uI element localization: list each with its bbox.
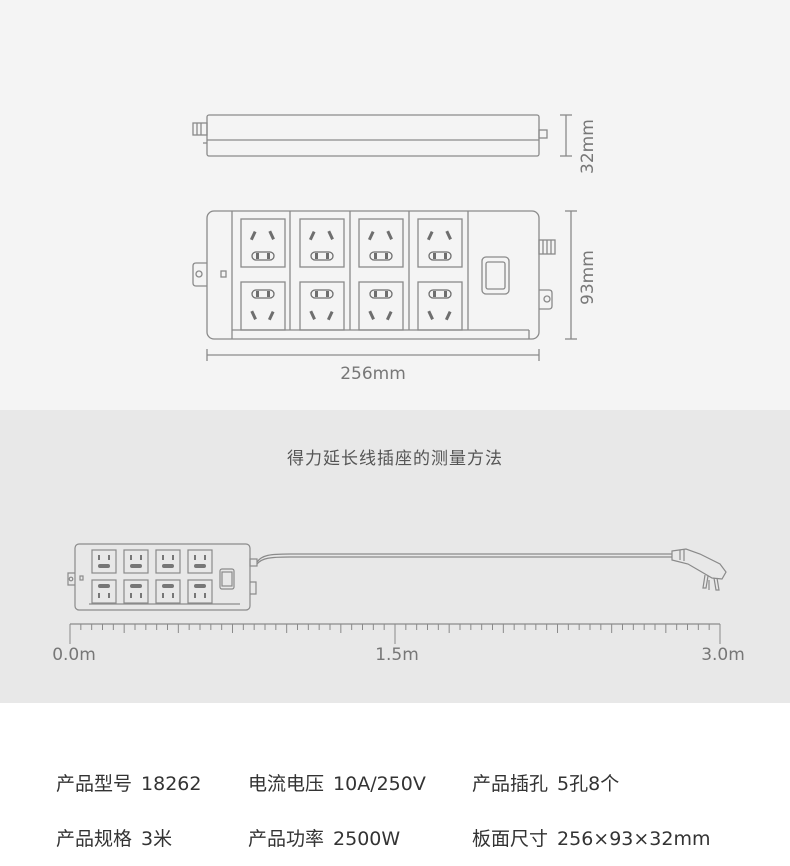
socket-top-row xyxy=(240,218,463,268)
socket-holes xyxy=(249,230,452,321)
dimension-section: 32mm 93mm 256mm xyxy=(0,0,790,410)
power-cord xyxy=(256,548,727,591)
scale-label-start: 0.0m xyxy=(52,645,96,665)
width-dim-label: 256mm xyxy=(340,364,406,384)
socket-bottom-row xyxy=(240,281,463,331)
measurement-title: 得力延长线插座的测量方法 xyxy=(287,449,503,469)
measurement-section: 得力延长线插座的测量方法 xyxy=(0,410,790,703)
height-dim-label: 32mm xyxy=(578,119,598,174)
measurement-drawing: 0.0m 1.5m 3.0m xyxy=(52,543,745,665)
dimension-drawing: 32mm 93mm 256mm xyxy=(192,114,598,384)
depth-dim-label: 93mm xyxy=(578,250,598,305)
ruler-ticks xyxy=(69,624,721,644)
strip-small xyxy=(67,543,258,611)
scale-label-mid: 1.5m xyxy=(375,645,419,665)
strip-socket-holes xyxy=(98,555,206,598)
side-view xyxy=(192,114,572,157)
top-view xyxy=(192,210,556,340)
scale-label-end: 3.0m xyxy=(701,645,745,665)
